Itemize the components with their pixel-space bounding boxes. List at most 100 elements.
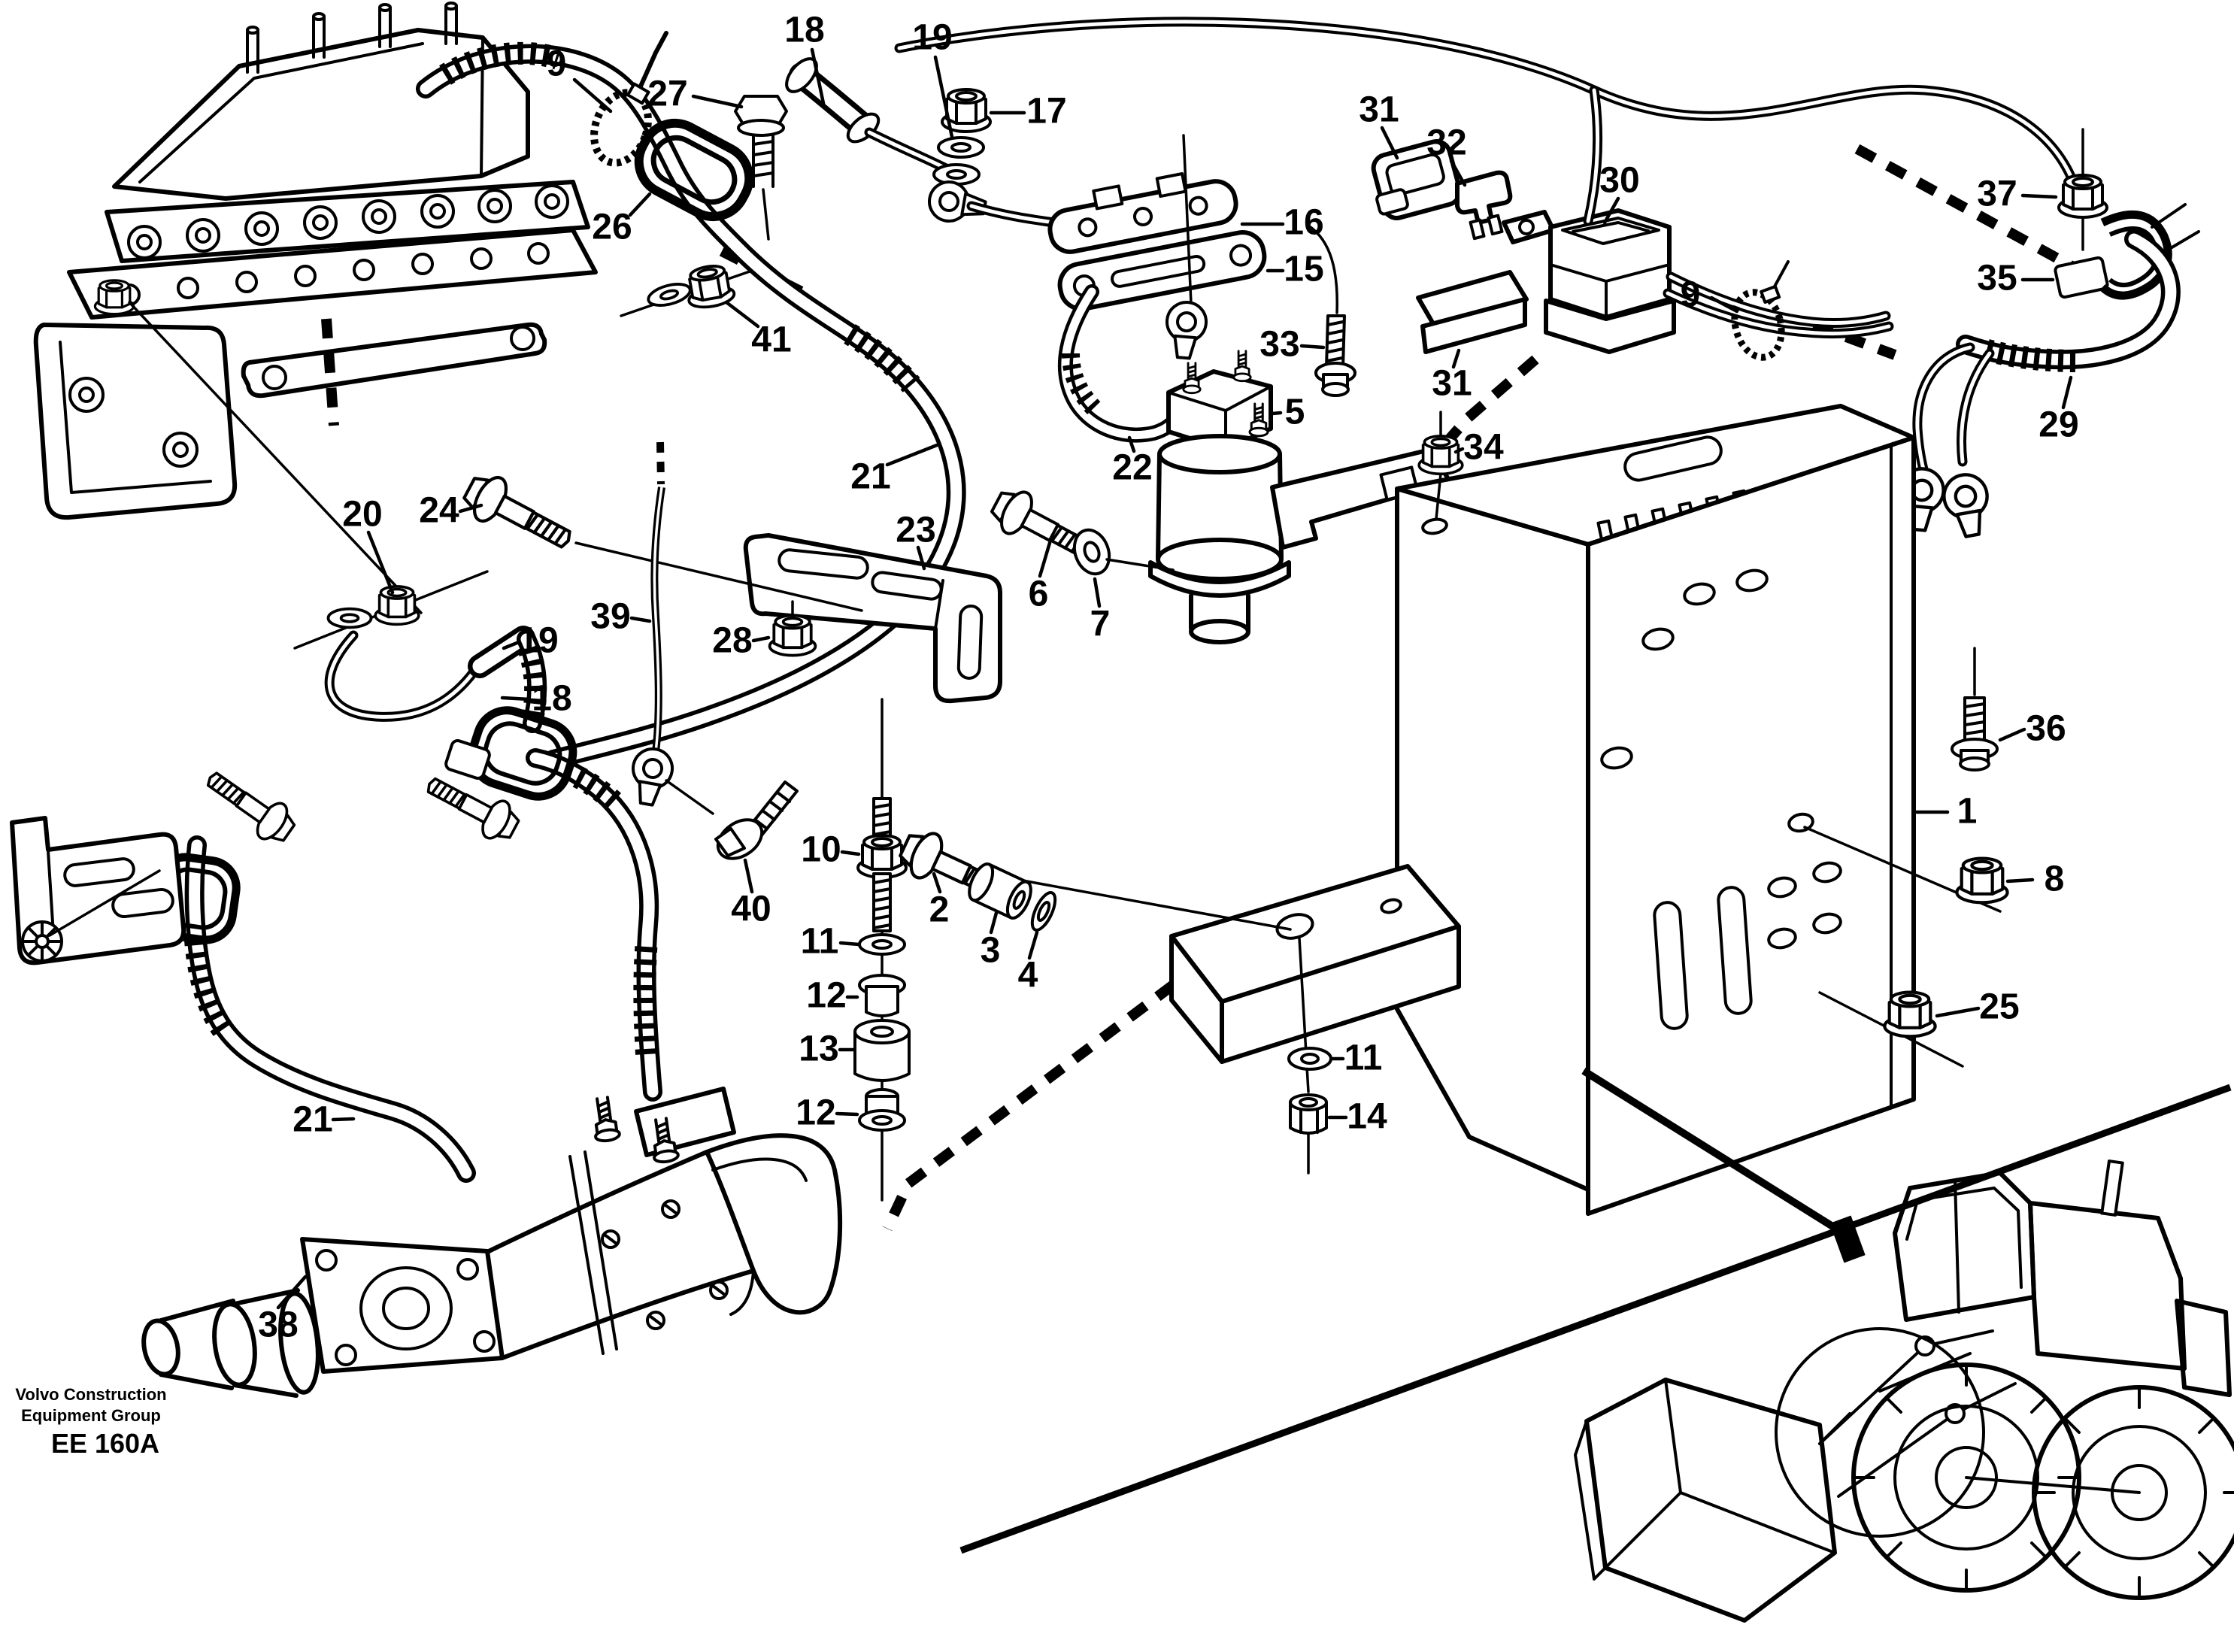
part-number-label: 13 (799, 1029, 838, 1069)
part-callout-11: 11 (801, 922, 861, 962)
callout-leader-line (933, 55, 954, 139)
ground-wire-39 (626, 487, 714, 815)
part-callout-20: 20 (342, 495, 395, 595)
bracket-23 (743, 533, 1002, 704)
callout-leader-line (1127, 435, 1136, 453)
bushing-12b (858, 1088, 906, 1132)
callout-leader-line (743, 858, 754, 894)
part-number-label: 3 (981, 931, 1001, 971)
bolt-33 (1307, 224, 1356, 397)
part-callout-1: 1 (1914, 792, 1978, 832)
part-callout-9: 9 (547, 44, 613, 114)
callout-leader-line (1380, 126, 1399, 160)
callout-leader-line (1453, 447, 1465, 454)
part-number-label: 7 (1090, 605, 1111, 644)
part-callout-9: 9 (1681, 275, 1739, 315)
bolt-6-washer-7 (986, 482, 1175, 576)
part-callout-6: 6 (1029, 541, 1052, 614)
part-callout-21: 21 (850, 443, 939, 497)
harness-wire-9 (894, 17, 2081, 226)
part-callout-31: 31 (1359, 90, 1399, 160)
lead-wire-22 (1057, 284, 1189, 443)
sub-bracket (1169, 864, 1461, 1175)
part-number-label: 33 (1259, 325, 1299, 365)
callout-leader-line (840, 850, 861, 856)
brand-line-2: Equipment Group (21, 1406, 161, 1425)
part-callout-19: 19 (912, 18, 954, 139)
part-callout-22: 22 (1112, 435, 1153, 488)
part-callout-25: 25 (1935, 987, 2020, 1027)
manifold-ports (127, 184, 569, 259)
connector-31 (1371, 139, 1463, 220)
starter-relay-5 (1148, 134, 1452, 644)
part-number-label: 8 (2045, 859, 2065, 899)
callout-leader-line (2005, 878, 2035, 884)
contact-plates-15-16 (1047, 172, 1267, 311)
part-number-label: 16 (1284, 203, 1323, 243)
isolator-stack (853, 698, 1292, 1202)
part-callout-18: 18 (784, 11, 826, 109)
part-number-label: 18 (532, 679, 571, 719)
part-callout-27: 27 (647, 74, 744, 114)
callout-leader-line (2061, 375, 2073, 410)
manifold-ports-lower (118, 242, 550, 306)
callout-leader-line (572, 77, 613, 114)
hose-21-left-run (184, 835, 476, 1183)
part-number-label: 37 (1977, 174, 2017, 214)
part-callout-21: 21 (293, 1100, 356, 1140)
part-callout-8: 8 (2005, 859, 2065, 899)
figure-code: EE 160A (51, 1428, 159, 1459)
callout-leader-line (1998, 727, 2026, 742)
bolt-36 (1951, 647, 1999, 771)
brand-line-1: Volvo Construction (15, 1385, 166, 1404)
part-callout-35: 35 (1977, 259, 2055, 299)
callout-leader-line (751, 635, 771, 643)
part-number-label: 9 (1681, 275, 1701, 315)
callout-leader-line (1449, 159, 1467, 187)
battery-cable-29 (1897, 229, 2181, 539)
callout-leader-line (366, 530, 395, 595)
elbow-terminal-19 (785, 57, 1059, 229)
part-number-label: 11 (1344, 1038, 1383, 1078)
callout-leader-line (1038, 541, 1052, 578)
spacer-13 (853, 1019, 911, 1082)
part-callout-41: 41 (724, 300, 792, 360)
stud-10 (856, 797, 908, 932)
callout-leader-line (1027, 930, 1039, 960)
callout-leader-line (458, 503, 483, 514)
nut-41-washer (620, 261, 753, 317)
manifold-studs (246, 2, 458, 74)
wheel-loader (1574, 1159, 2234, 1623)
location-pointer (959, 1067, 2232, 1554)
part-number-label: 28 (712, 621, 752, 661)
fuse-32 (1455, 170, 1513, 241)
part-number-label: 17 (1026, 92, 1066, 132)
part-callout-37: 37 (1977, 174, 2058, 214)
clamp-a (418, 706, 577, 849)
part-number-label: 12 (806, 976, 846, 1016)
part-callout-30: 30 (1599, 161, 1640, 225)
callout-leader-line (1709, 296, 1739, 314)
part-number-label: 36 (2026, 709, 2066, 749)
loader-bucket (1574, 1378, 1837, 1623)
part-number-label: 5 (1285, 393, 1305, 432)
part-callout-17: 17 (989, 92, 1067, 132)
callout-leader-line (331, 1117, 356, 1122)
part-number-label: 19 (518, 621, 558, 661)
part-callout-12: 12 (796, 1093, 859, 1133)
part-callout-2: 2 (929, 871, 949, 930)
loader-rear-wheel (2032, 1385, 2234, 1600)
callout-leader-line (276, 1275, 308, 1310)
part-number-label: 34 (1463, 428, 1504, 468)
push-nut (21, 920, 63, 962)
part-callout-26: 26 (592, 192, 652, 247)
callout-leader-line (2020, 193, 2058, 199)
part-callout-7: 7 (1090, 577, 1111, 644)
part-number-label: 1 (1957, 792, 1978, 832)
part-number-label: 20 (342, 495, 382, 535)
bolt-27 (734, 95, 788, 241)
washer-4 (1030, 891, 1057, 932)
part-callout-18: 18 (500, 679, 572, 719)
part-callout-15: 15 (1266, 250, 1324, 289)
